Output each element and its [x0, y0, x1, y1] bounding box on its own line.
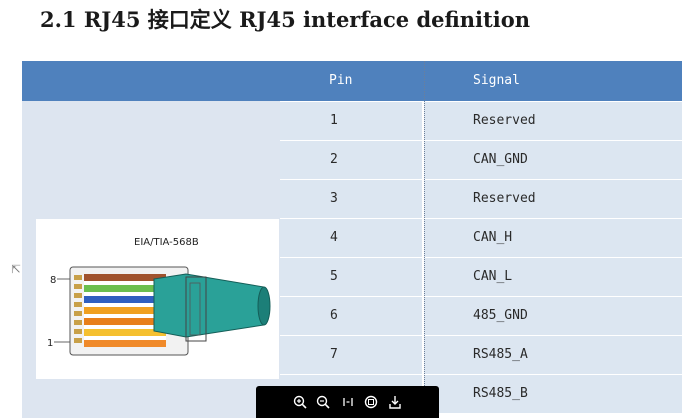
signal-cell: CAN_L [473, 269, 513, 284]
signal-cell: RS485_A [473, 347, 528, 362]
zoom-in-icon[interactable] [292, 394, 308, 410]
pin-cell: 2 [330, 152, 338, 167]
zoom-out-icon[interactable] [315, 394, 331, 410]
wire-group [84, 274, 166, 347]
diagram-title: EIA/TIA-568B [134, 237, 199, 248]
table-header: Pin Signal [22, 61, 682, 101]
rj45-diagram: EIA/TIA-568B 8 1 [36, 219, 279, 379]
table-row: 1 Reserved [280, 102, 682, 140]
pin-cell: 4 [330, 230, 338, 245]
fit-icon[interactable] [340, 394, 356, 410]
pin-table: Pin Signal EIA/TIA-568B 8 1 [22, 61, 682, 418]
download-icon[interactable] [387, 394, 403, 410]
table-row: 5 CAN_L [280, 258, 682, 296]
signal-cell: CAN_H [473, 230, 513, 245]
image-viewer-toolbar [256, 386, 439, 418]
section-heading: 2.1 RJ45 接口定义 RJ45 interface definition [40, 7, 530, 32]
pin-cell: 6 [330, 308, 338, 323]
table-row: 4 CAN_H [280, 219, 682, 257]
header-pin: Pin [329, 73, 353, 88]
signal-cell: Reserved [473, 113, 536, 128]
column-divider [424, 61, 425, 418]
signal-cell: CAN_GND [473, 152, 528, 167]
table-row: 7 RS485_A [280, 336, 682, 374]
pin-cell: 7 [330, 347, 338, 362]
pin-label-8: 8 [50, 275, 56, 286]
signal-cell: RS485_B [473, 386, 528, 401]
table-row: 2 CAN_GND [280, 141, 682, 179]
pin-cell: 5 [330, 269, 338, 284]
table-row: 3 Reserved [280, 180, 682, 218]
rj45-plug-illustration: EIA/TIA-568B 8 1 [47, 237, 271, 356]
pin-cell: 1 [330, 113, 338, 128]
rotate-icon[interactable] [363, 394, 379, 410]
diagram-cell: EIA/TIA-568B 8 1 [22, 101, 280, 418]
pin-cell: 3 [330, 191, 338, 206]
signal-cell: Reserved [473, 191, 536, 206]
signal-cell: 485_GND [473, 308, 528, 323]
table-row: 6 485_GND [280, 297, 682, 335]
resize-cursor-icon: ⇱ [11, 262, 22, 276]
pin-label-1: 1 [47, 338, 53, 349]
header-signal: Signal [473, 73, 520, 88]
